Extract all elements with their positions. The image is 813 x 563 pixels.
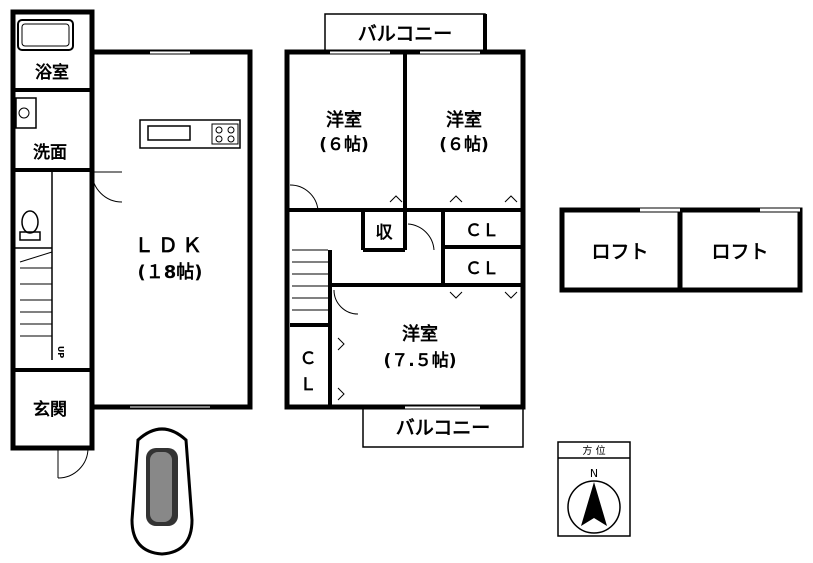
loft-area xyxy=(559,207,803,293)
first-floor xyxy=(10,9,253,479)
label-closet3-top: Ｃ xyxy=(300,349,317,369)
label-balcony-top: バルコニー xyxy=(358,23,453,45)
compass xyxy=(557,441,631,537)
compass-north: N xyxy=(590,467,598,480)
label-ldk-size: (１8帖) xyxy=(138,261,203,283)
label-loft1: ロフト xyxy=(591,241,648,263)
label-western3-size: (７.５帖) xyxy=(384,350,457,371)
label-storage: 収 xyxy=(376,223,394,243)
label-western2-name: 洋室 xyxy=(446,109,482,131)
label-bath: 浴室 xyxy=(35,62,69,83)
label-stair-up: UP xyxy=(56,346,65,358)
label-closet1: ＣＬ xyxy=(465,221,499,241)
label-closet2: ＣＬ xyxy=(465,259,499,279)
label-loft2: ロフト xyxy=(711,241,768,263)
label-entrance: 玄関 xyxy=(33,399,67,420)
label-western1-size: (６帖) xyxy=(319,134,369,155)
label-closet3-bottom: Ｌ xyxy=(300,375,317,395)
label-western1-name: 洋室 xyxy=(326,109,362,131)
second-floor xyxy=(284,13,526,448)
label-balcony-bottom: バルコニー xyxy=(396,417,491,439)
label-western2-size: (６帖) xyxy=(439,134,489,155)
north-arrow-icon xyxy=(581,482,607,526)
car-icon xyxy=(130,427,194,556)
label-western3-name: 洋室 xyxy=(402,323,438,345)
label-ldk-name: ＬＤＫ xyxy=(134,233,206,257)
label-washroom: 洗面 xyxy=(33,142,67,163)
compass-title: 方 位 xyxy=(582,444,605,457)
